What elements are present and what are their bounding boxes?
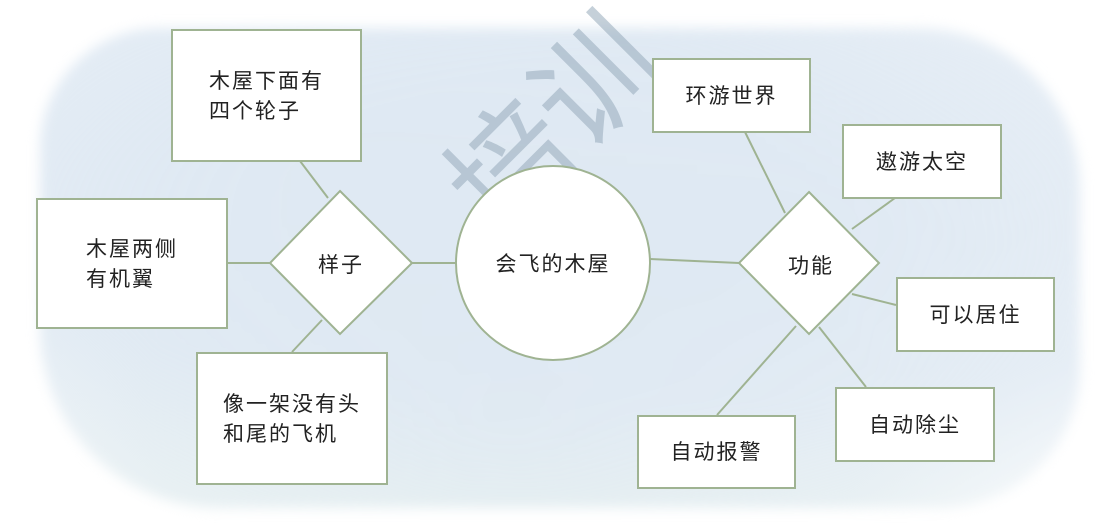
- appearance-node-wheels: 木屋下面有 四个轮子: [171, 29, 362, 162]
- appearance-node-wings: 木屋两侧 有机翼: [36, 198, 228, 329]
- node-text: 木屋下面有 四个轮子: [209, 68, 324, 123]
- node-text: 自动除尘: [869, 412, 961, 437]
- node-text: 遨游太空: [876, 149, 968, 174]
- appearance-node-plane: 像一架没有头 和尾的飞机: [196, 352, 388, 485]
- function-node-auto-dust: 自动除尘: [835, 387, 995, 462]
- function-node-habitable: 可以居住: [896, 277, 1055, 352]
- branch-appearance-label: 样子: [318, 253, 364, 277]
- node-text: 木屋两侧 有机翼: [86, 236, 178, 291]
- center-node-label: 会飞的木屋: [495, 252, 611, 276]
- node-text: 可以居住: [929, 302, 1022, 327]
- branch-function-label: 功能: [788, 254, 834, 278]
- node-text: 像一架没有头 和尾的飞机: [223, 391, 361, 446]
- function-node-space-travel: 遨游太空: [842, 124, 1002, 199]
- node-text: 环游世界: [685, 83, 778, 108]
- function-node-auto-alarm: 自动报警: [637, 415, 796, 489]
- function-node-travel-world: 环游世界: [652, 58, 811, 133]
- node-text: 自动报警: [670, 440, 763, 464]
